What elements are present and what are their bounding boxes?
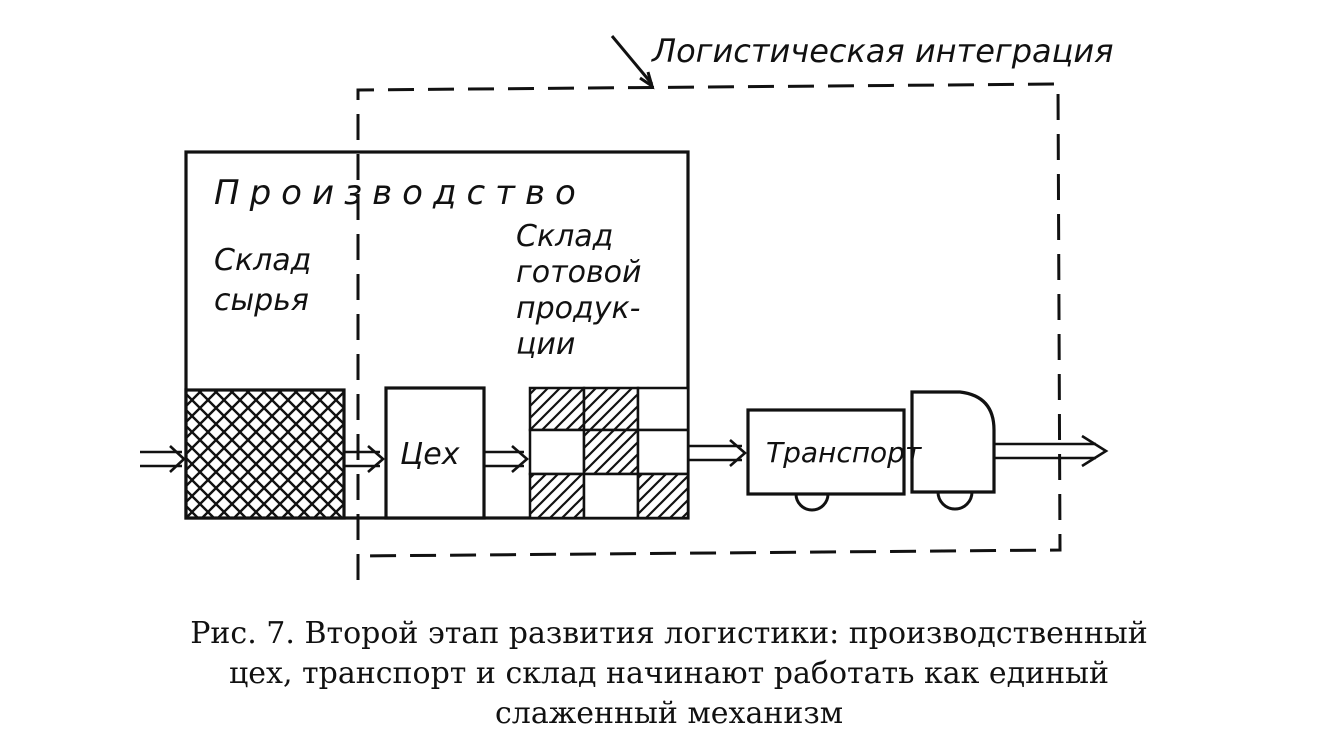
- workshop: Цех: [384, 386, 486, 520]
- input-arrow: [140, 445, 186, 473]
- finished-warehouse-label-line1: Склад: [516, 219, 613, 254]
- integration-pointer-arrow: [610, 35, 655, 90]
- raw-warehouse-label-line1: Склад: [214, 243, 311, 278]
- finished-goods-warehouse: Склад готовой продук- ции: [516, 219, 690, 520]
- caption-line-1: Рис. 7. Второй этап развития логистики: …: [190, 616, 1148, 651]
- integration-label: Логистическая интеграция: [651, 32, 1113, 70]
- finished-warehouse-grid: [528, 386, 690, 520]
- workshop-box: [384, 386, 486, 520]
- raw-warehouse-label-line2: сырья: [214, 283, 309, 318]
- truck-body: [746, 408, 906, 496]
- finished-warehouse-label-line3: продук-: [516, 291, 640, 326]
- caption-line-3: слаженный механизм: [494, 696, 844, 731]
- figure-caption: Рис. 7. Второй этап развития логистики: …: [0, 614, 1338, 734]
- arrow-warehouse-to-transport: [688, 439, 747, 467]
- transport-label: Транспорт: [766, 436, 922, 469]
- raw-warehouse-block: [184, 388, 346, 520]
- truck-cab: [910, 390, 996, 494]
- logistic-integration-frame: [356, 82, 1062, 580]
- flow-arrows: [140, 434, 1109, 473]
- workshop-label: Цех: [400, 437, 460, 472]
- output-arrow: [994, 434, 1109, 468]
- truck-wheel-left: [794, 493, 830, 512]
- production-label: Производство: [214, 173, 586, 213]
- finished-warehouse-label-line4: ции: [516, 327, 575, 362]
- caption-line-2: цех, транспорт и склад начинают работать…: [229, 656, 1109, 691]
- finished-warehouse-label-line2: готовой: [516, 255, 641, 290]
- arrow-workshop-to-warehouse: [484, 445, 529, 473]
- raw-materials-warehouse: Склад сырья: [184, 243, 346, 520]
- arrow-raw-to-workshop: [344, 445, 385, 473]
- transport-truck: Транспорт: [746, 390, 996, 512]
- truck-wheel-right: [936, 491, 974, 511]
